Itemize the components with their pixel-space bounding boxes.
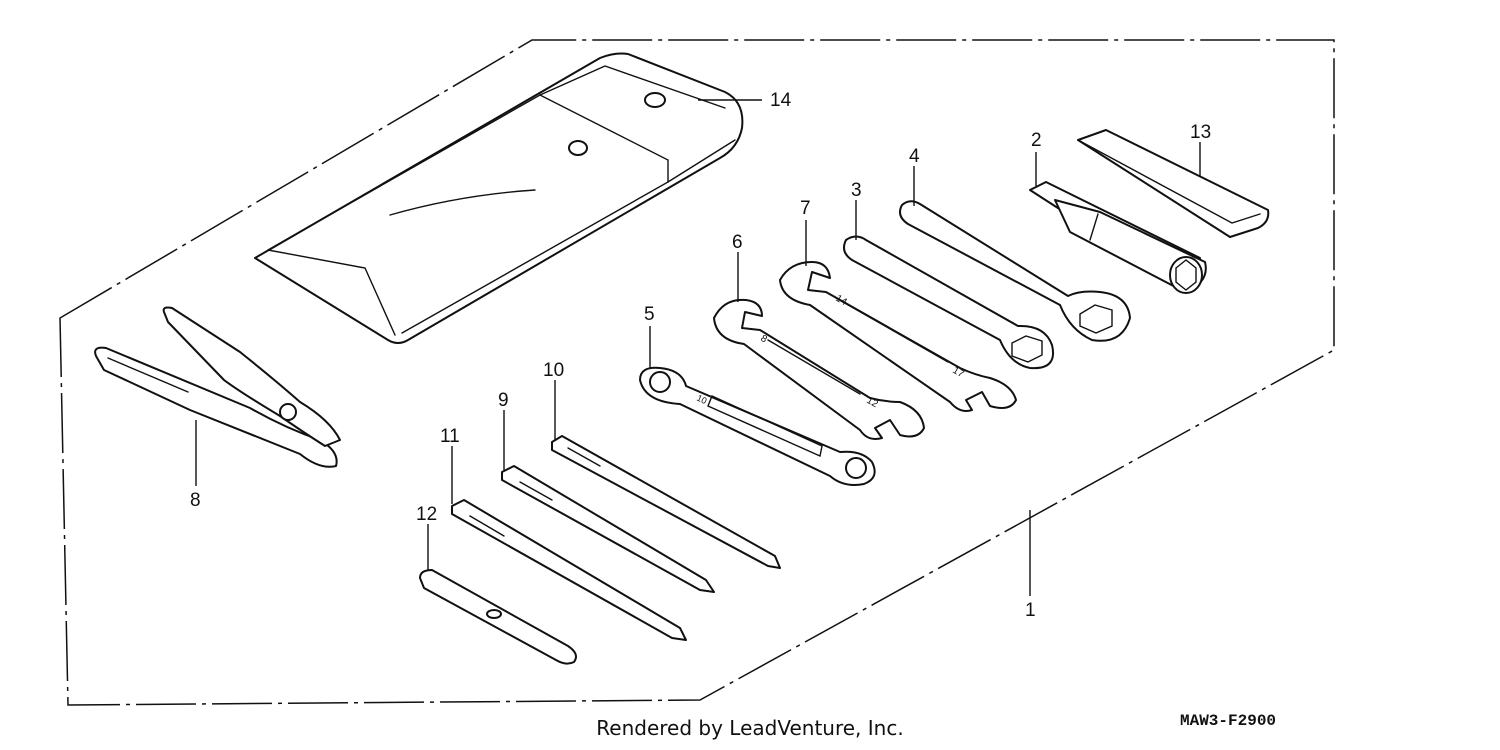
tool-2-spark-plug-socket[interactable] [1029, 181, 1207, 294]
callout-5: 5 [644, 304, 655, 325]
diagram-code: MAW3-F2900 [1180, 712, 1277, 730]
callout-3: 3 [851, 180, 862, 201]
leader-lines [195, 99, 1201, 596]
callout-12: 12 [416, 504, 437, 525]
footer-credit: Rendered by LeadVenture, Inc. [596, 716, 904, 740]
tool-9-screwdriver[interactable] [501, 465, 715, 593]
kit-frame-outline [59, 39, 1335, 706]
callouts: 14 13 2 4 3 7 6 5 10 9 11 12 8 1 [190, 90, 1211, 621]
tool-10-screwdriver[interactable] [551, 435, 781, 569]
callout-14: 14 [770, 90, 792, 111]
callout-13: 13 [1190, 122, 1211, 143]
callout-2: 2 [1031, 130, 1042, 151]
callout-9: 9 [498, 390, 509, 411]
wrench-size-17: 17 [951, 365, 967, 380]
tool-5-ring-wrench[interactable]: 10 [639, 366, 876, 486]
wrench-size-12: 12 [865, 395, 881, 410]
callout-11: 11 [440, 426, 460, 447]
callout-10: 10 [543, 360, 564, 381]
callout-4: 4 [909, 146, 920, 167]
callout-1: 1 [1025, 600, 1036, 621]
tool-3-box-wrench[interactable] [843, 235, 1054, 370]
tool-bag[interactable] [254, 52, 744, 344]
tool-12-screwdriver-handle[interactable] [419, 569, 577, 665]
wrench-size-8: 8 [759, 333, 770, 346]
tool-6-open-wrench-8-12[interactable]: 8 12 [713, 298, 925, 440]
tool-13-tube[interactable] [1077, 129, 1270, 238]
callout-6: 6 [732, 232, 743, 253]
tool-4-box-wrench[interactable] [899, 200, 1131, 342]
tool-11-screwdriver[interactable] [451, 499, 687, 641]
tool-7-open-wrench-14-17[interactable]: 14 17 [779, 261, 1017, 412]
callout-8: 8 [190, 490, 201, 511]
callout-7: 7 [800, 198, 811, 219]
wrench-size-10: 10 [695, 393, 708, 406]
tool-8-pliers[interactable] [94, 306, 341, 468]
wrench-size-14: 14 [834, 293, 850, 308]
